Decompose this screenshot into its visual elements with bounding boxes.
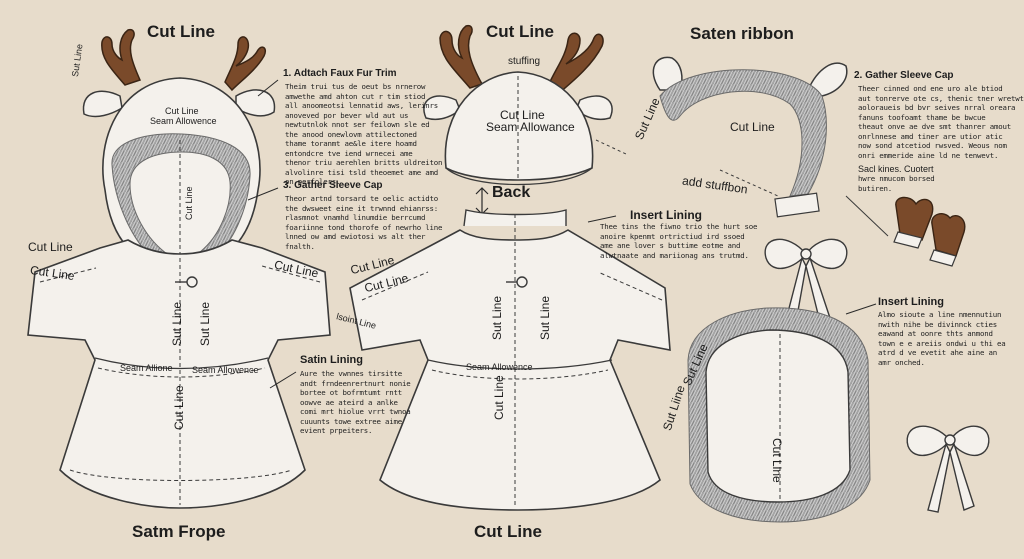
right-antler-icon — [224, 36, 267, 92]
step3-text: Theor artnd torsard te oelic actidto the… — [285, 194, 443, 251]
dress-left-sut-label: Sut Line — [170, 301, 184, 346]
hood-back-seam-label: Seam Allowance — [486, 120, 575, 134]
leader-lines — [247, 79, 877, 389]
ribbon-cut-label: Cut Line — [730, 120, 775, 134]
left-antler-icon — [101, 28, 142, 86]
lining-heading: Insert Lining — [878, 296, 944, 308]
mitt-text: hwre nmucom borsed butiren. — [858, 174, 935, 193]
right-antler-icon — [547, 32, 604, 95]
hood-back-title: Cut Line — [486, 22, 554, 41]
mitt-heading: Sacl kines. Cuotert — [858, 164, 934, 174]
hood-seam-label: Seam Allowence — [150, 116, 217, 126]
fur-collar-piece — [652, 56, 889, 237]
step2-text: Theer cinned ond ene uro ale btiod aut t… — [858, 84, 1024, 160]
left-ear-icon — [82, 90, 123, 118]
dress-left-seam-right: Seam Allowence — [192, 365, 259, 375]
ribbon-title: Saten ribbon — [690, 24, 794, 43]
step2-heading: 2. Gather Sleeve Cap — [854, 70, 954, 81]
insert-lining-heading: Insert Lining — [630, 208, 702, 222]
satin-lining-text: Aure the vwnnes tirsitte andt frndeenrer… — [300, 369, 411, 435]
dress-right-sut-label: Sut Line — [490, 295, 504, 340]
hood-front-piece — [82, 28, 276, 271]
hood-vertical-label: Cut Line — [184, 186, 194, 220]
dress-right-bottom-title: Cut Line — [474, 522, 542, 541]
hood-title: Cut Line — [147, 22, 215, 41]
hood-back-center-label: Cut Line — [500, 108, 545, 122]
hood-center-label: Cut Line — [165, 106, 199, 116]
dress-left-sut-label-2: Sut Line — [198, 301, 212, 346]
mitten-icon — [893, 196, 966, 267]
dress-left-vertical-label: Cut Line — [172, 385, 186, 430]
dress-right-sut-label-2: Sut Line — [538, 295, 552, 340]
insert-lining-text: Thee tins the fiwno trio the hurt soe an… — [600, 222, 758, 260]
dress-left-bottom-title: Satm Frope — [132, 522, 226, 541]
hood-back-piece — [423, 24, 627, 215]
right-ear-icon — [806, 62, 848, 97]
hood-lining-piece — [687, 307, 871, 523]
bow-icon — [764, 238, 848, 323]
dress-back-piece — [349, 209, 671, 511]
dress-front-piece — [27, 239, 331, 509]
left-antler-icon — [439, 24, 484, 89]
step1-heading: 1. Adtach Faux Fur Trim — [283, 68, 397, 79]
step1-text: Theim trui tus de oeut bs nrnerow amweth… — [285, 82, 443, 186]
bow-icon — [906, 425, 990, 513]
back-label: Back — [492, 184, 531, 201]
lining-vertical-label: Cut Line — [770, 438, 784, 483]
dress-left-seam-left: Seam Allione — [120, 363, 173, 373]
dress-right-vertical-label: Cut Line — [492, 375, 506, 420]
dress-right-seam-label: Seam Allowence — [466, 362, 533, 372]
dress-left-outer-label: Cut Line — [28, 240, 73, 254]
satin-lining-heading: Satin Lining — [300, 354, 363, 366]
step3-heading: 3. Gather Sleeve Cap — [283, 180, 383, 191]
tag-strip — [774, 192, 820, 218]
hood-back-stuffing: stuffing — [508, 56, 541, 67]
lining-text: Almo sioute a line nmennutiun nwith nihe… — [878, 310, 1006, 367]
